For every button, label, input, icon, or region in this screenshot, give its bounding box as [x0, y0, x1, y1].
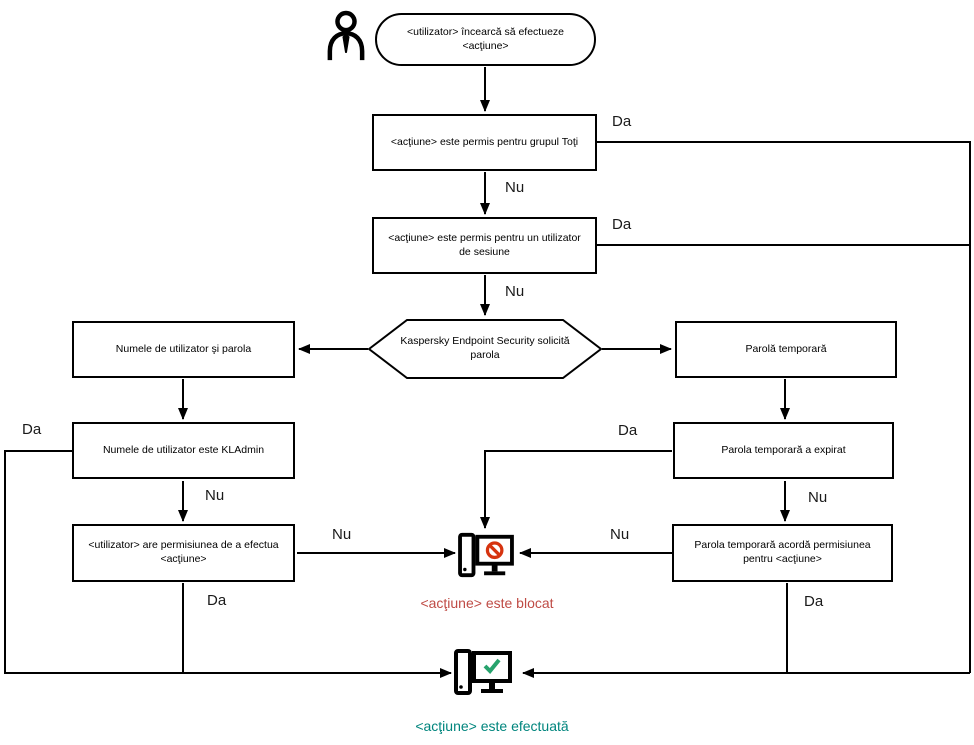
edge-label-userperm-da: Da [207, 592, 227, 609]
node-password-request: Kaspersky Endpoint Security solicită par… [368, 318, 602, 380]
node-temp-password-label: Parolă temporară [745, 342, 827, 355]
node-user-permission-label: <utilizator> are permisiunea de a efectu… [88, 539, 279, 565]
node-credentials: Numele de utilizator şi parola [72, 321, 295, 378]
node-session-allowed: <acţiune> este permis pentru un utilizat… [372, 217, 597, 274]
edge-label-expired-da: Da [618, 422, 638, 439]
status-blocked-label: <acţiune> este blocat [420, 595, 554, 611]
hexagon-shape [368, 319, 602, 379]
node-temp-expired-label: Parola temporară a expirat [721, 443, 846, 456]
user-icon [325, 9, 367, 61]
edge-label-session-da: Da [612, 216, 632, 233]
edge-label-group-da: Da [612, 113, 632, 130]
node-session-allowed-label: <acţiune> este permis pentru un utilizat… [388, 231, 581, 258]
node-kladmin-label: Numele de utilizator este KLAdmin [102, 443, 265, 456]
node-password-request-label: Kaspersky Endpoint Security solicită par… [400, 335, 570, 361]
edge-label-kladmin-da: Da [22, 421, 42, 438]
node-temp-password: Parolă temporară [675, 321, 897, 378]
node-user-permission: <utilizator> are permisiunea de a efectu… [72, 524, 295, 582]
node-temp-grants: Parola temporară acordă permisiunea pent… [672, 524, 893, 582]
computer-blocked-icon [457, 531, 515, 581]
edge-label-session-nu: Nu [505, 283, 525, 300]
node-temp-grants-label: Parola temporară acordă permisiunea pent… [694, 539, 871, 565]
status-done-label: <acţiune> este efectuată [415, 718, 569, 734]
node-start: <utilizator> încearcă să efectueze <acţi… [375, 13, 596, 66]
node-temp-expired: Parola temporară a expirat [673, 422, 894, 479]
edge-label-userperm-nu: Nu [332, 526, 352, 543]
node-kladmin: Numele de utilizator este KLAdmin [72, 422, 295, 479]
node-start-label: <utilizator> încearcă să efectueze <acţi… [406, 25, 564, 52]
node-group-allowed: <acţiune> este permis pentru grupul Toţi [372, 114, 597, 171]
node-credentials-label: Numele de utilizator şi parola [115, 342, 252, 355]
edge-label-kladmin-nu: Nu [205, 487, 225, 504]
edge-label-group-nu: Nu [505, 179, 525, 196]
edge-label-expired-nu: Nu [808, 489, 828, 506]
edge-label-grants-nu: Nu [610, 526, 630, 543]
edge-label-grants-da: Da [804, 593, 824, 610]
computer-done-icon [453, 647, 513, 699]
node-group-allowed-label: <acţiune> este permis pentru grupul Toţi [390, 135, 579, 148]
